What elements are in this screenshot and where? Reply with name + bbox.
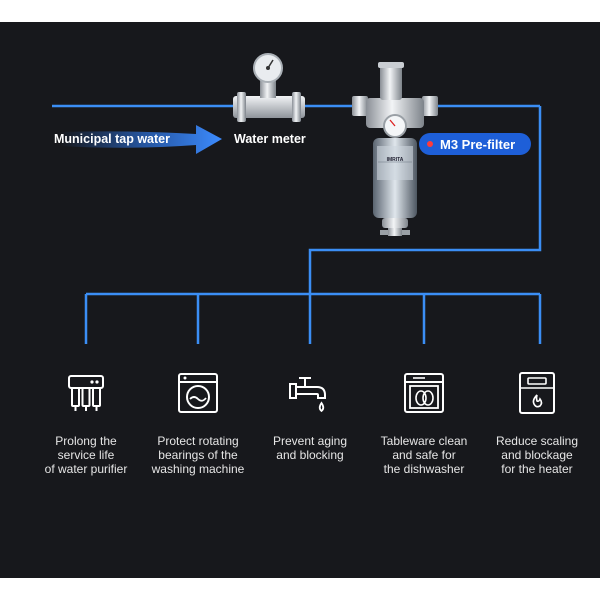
m3-pre-filter-badge: M3 Pre-filter	[419, 133, 531, 155]
water-meter-label: Water meter	[234, 132, 306, 146]
badge-dot	[427, 141, 433, 147]
badge-label: M3 Pre-filter	[440, 136, 516, 152]
benefit-faucet: Prevent aging and blocking	[255, 370, 365, 462]
dishwasher-icon	[404, 373, 444, 413]
pre-filter-icon	[352, 62, 438, 236]
benefit-water-purifier: Prolong the service life of water purifi…	[31, 370, 141, 476]
water-heater-icon	[519, 372, 555, 414]
benefit-text: Tableware clean and safe for the dishwas…	[380, 434, 468, 476]
benefit-water-heater: Reduce scaling and blockage for the heat…	[482, 370, 592, 476]
flow-arrow	[60, 125, 222, 154]
benefit-text: Protect rotating bearings of the washing…	[151, 434, 245, 476]
water-purifier-icon	[68, 375, 104, 411]
filter-brand-text: IMRITA	[386, 157, 404, 163]
water-meter-icon	[233, 53, 305, 122]
benefit-text: Reduce scaling and blockage for the heat…	[495, 434, 579, 476]
benefit-text: Prevent aging and blocking	[272, 434, 348, 462]
benefit-washing-machine: Protect rotating bearings of the washing…	[143, 370, 253, 476]
faucet-icon	[289, 377, 326, 413]
washing-machine-icon	[178, 373, 218, 413]
outlet-pipe	[308, 106, 542, 294]
diagram-canvas: Municipal tap water Water meter IMRITA M…	[0, 22, 600, 578]
benefit-text: Prolong the service life of water purifi…	[44, 434, 128, 476]
benefit-dishwasher: Tableware clean and safe for the dishwas…	[369, 370, 479, 476]
pipe-network	[52, 53, 542, 344]
municipal-tap-water-label: Municipal tap water	[54, 132, 170, 146]
